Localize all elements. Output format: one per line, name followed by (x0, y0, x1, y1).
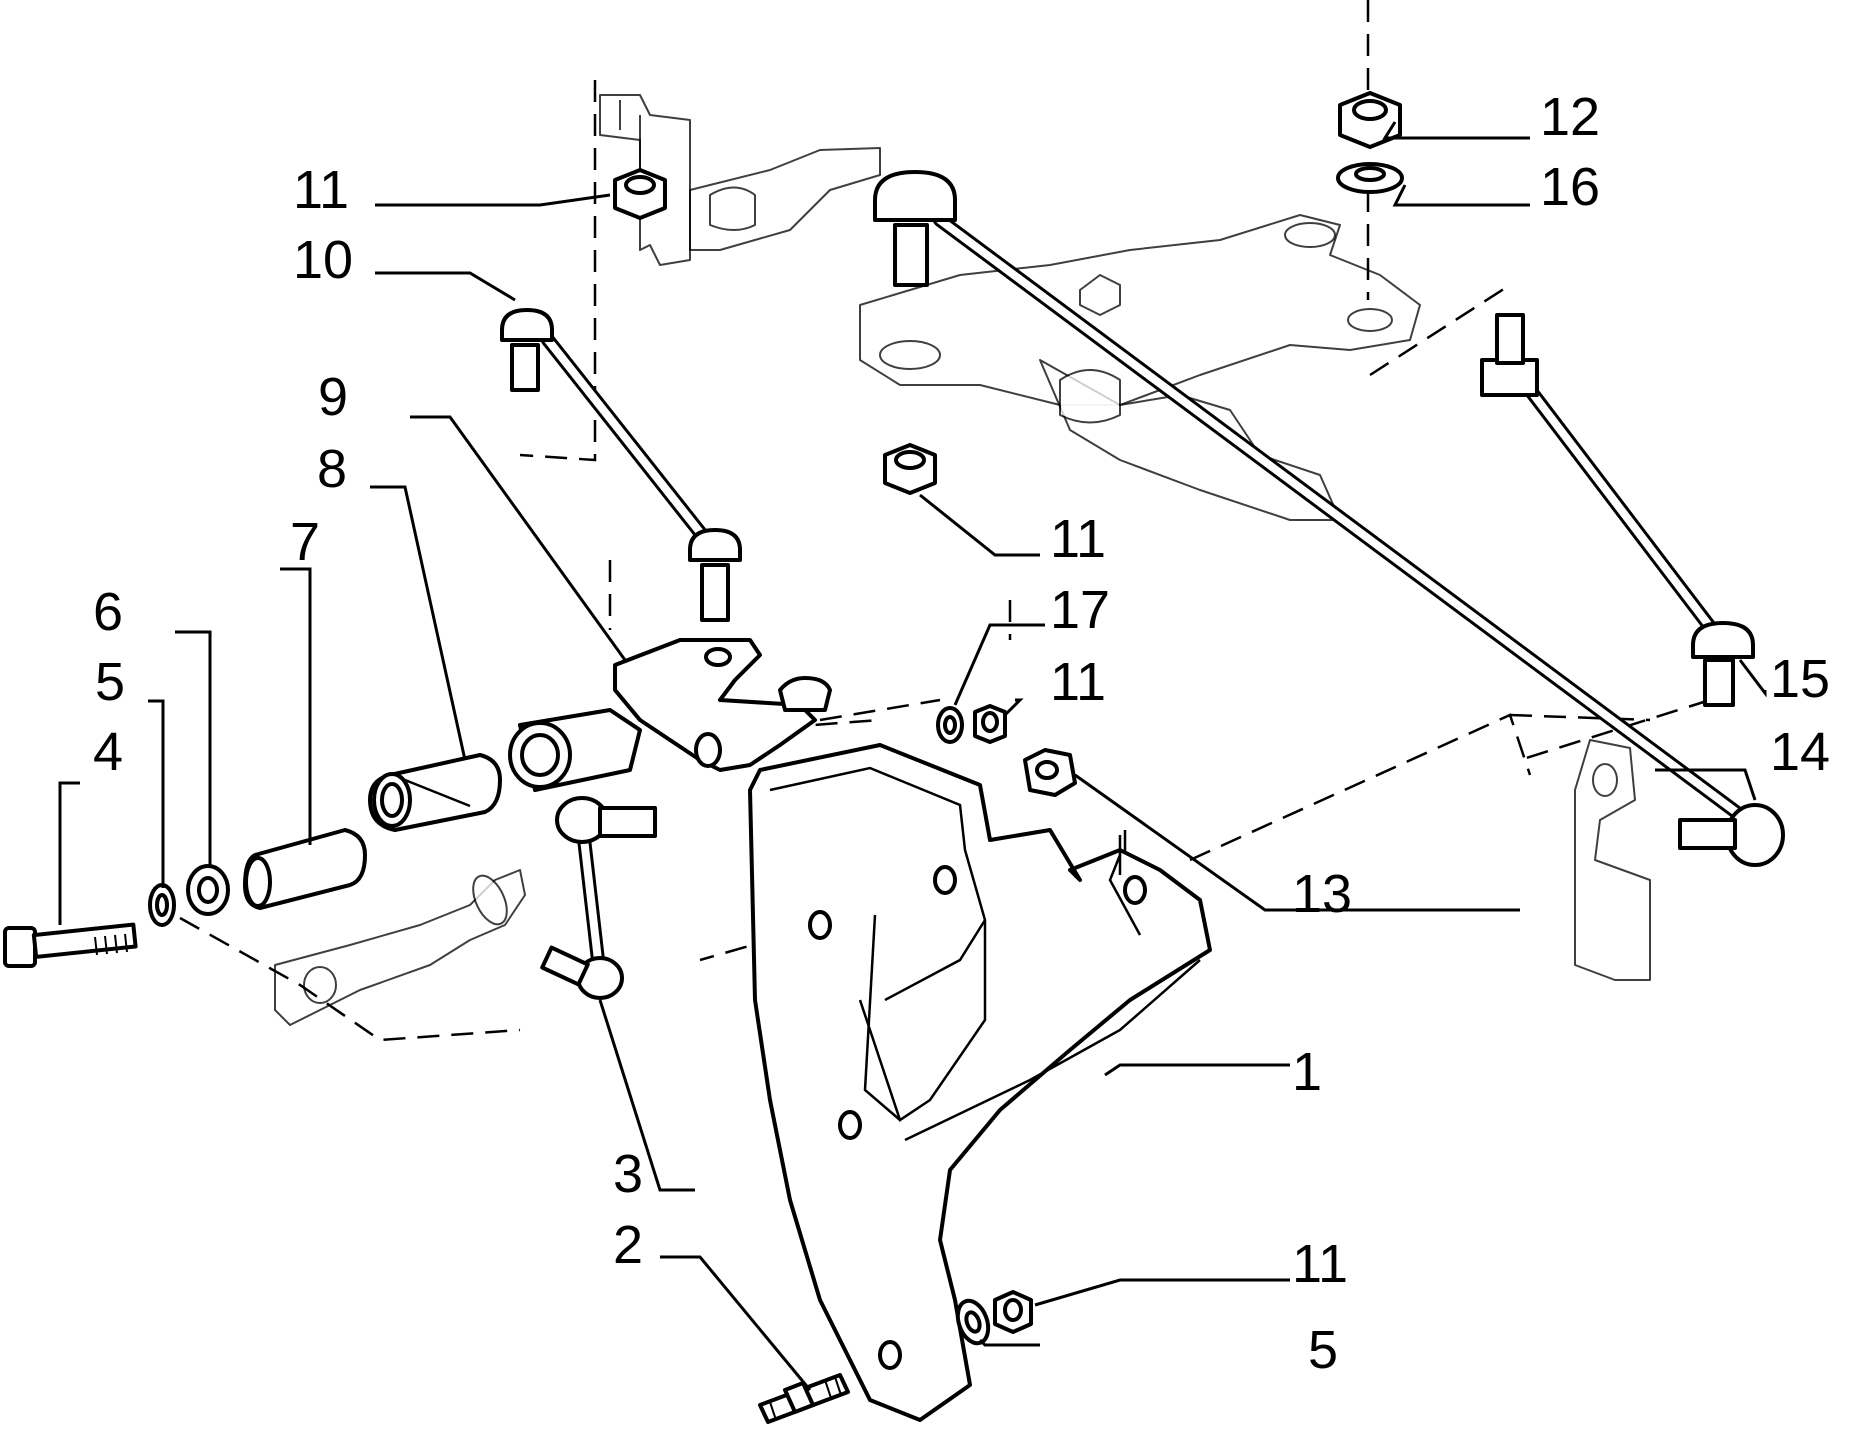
washer-16 (1336, 162, 1404, 194)
callout-16: 16 (1540, 157, 1600, 217)
nut-11-lower (993, 1290, 1033, 1334)
nut-11-middle (883, 443, 937, 495)
callout-1: 1 (1292, 1042, 1322, 1102)
nut-11-top (613, 168, 667, 220)
callout-8: 8 (317, 439, 347, 499)
callout-5b: 5 (1308, 1320, 1338, 1380)
callout-4: 4 (93, 722, 123, 782)
stud-2 (758, 1373, 850, 1424)
leader-lines (58, 121, 1767, 1391)
callout-14: 14 (1770, 722, 1830, 782)
callout-13: 13 (1292, 864, 1352, 924)
callout-11b: 11 (1050, 509, 1106, 569)
callout-3: 3 (613, 1144, 643, 1204)
link-rod-3 (540, 796, 657, 1000)
callout-10: 10 (293, 230, 353, 290)
nut-12 (1338, 91, 1402, 149)
lever-housing (508, 638, 832, 792)
callout-6: 6 (93, 582, 123, 642)
callout-11c: 11 (1050, 652, 1106, 712)
callout-labels: 1 2 3 4 5 5 6 7 8 9 10 11 11 11 11 12 13… (93, 87, 1830, 1380)
support-bracket (748, 743, 1212, 1422)
callout-17: 17 (1050, 580, 1110, 640)
bushing-8 (368, 753, 502, 832)
callout-11a: 11 (293, 160, 349, 220)
rod-10 (500, 308, 742, 622)
washer-5-upper (148, 883, 176, 927)
callout-12: 12 (1540, 87, 1600, 147)
rod-14 (873, 170, 1785, 867)
nut-11-right (973, 704, 1007, 744)
callout-15: 15 (1770, 649, 1830, 709)
callout-9: 9 (318, 367, 348, 427)
callout-5a: 5 (95, 652, 125, 712)
washer-5-lower (955, 1298, 991, 1346)
washer-6 (186, 864, 230, 916)
callout-11d: 11 (1292, 1234, 1348, 1294)
rod-15 (1480, 313, 1755, 707)
callout-7: 7 (290, 512, 320, 572)
bushing-7 (243, 828, 367, 910)
bolt-4 (3, 922, 138, 968)
nut-13 (1023, 748, 1077, 797)
callout-2: 2 (613, 1215, 643, 1275)
washer-17 (936, 706, 964, 744)
